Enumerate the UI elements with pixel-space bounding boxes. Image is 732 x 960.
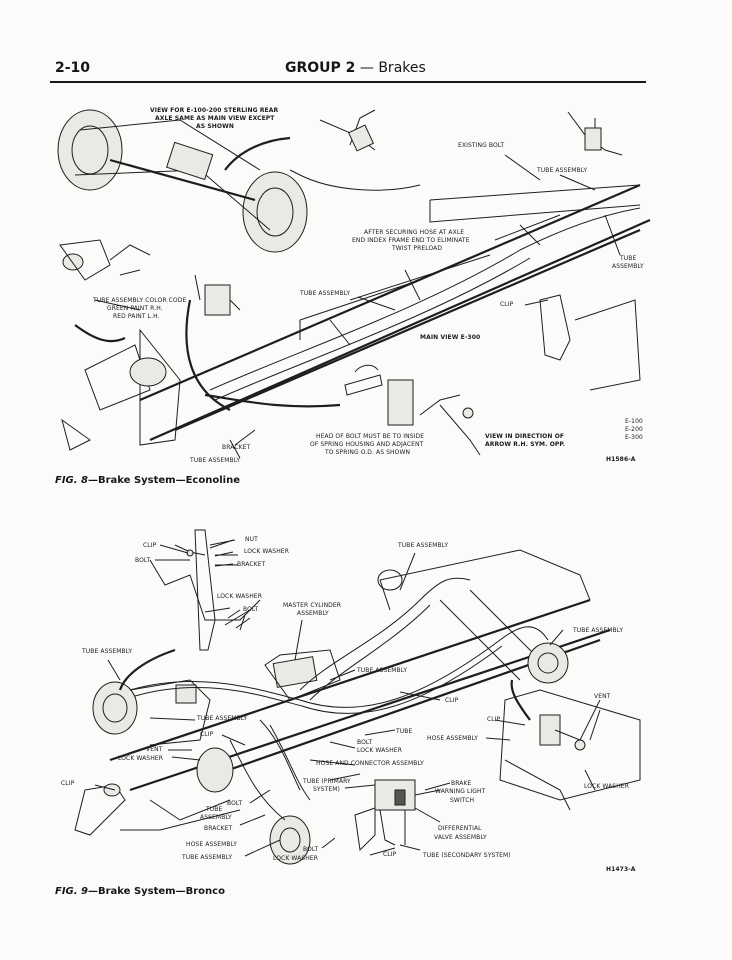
fig9-label-brake-2: WARNING LIGHT [435, 788, 486, 795]
fig8-code: H1586-A [606, 456, 636, 463]
fig8-model-1: E-100 [625, 418, 643, 425]
fig9-caption-number: FIG. 9 [55, 886, 88, 897]
fig8-caption-number: FIG. 8 [55, 475, 88, 486]
fig9-label-bolt-center: BOLT [357, 739, 373, 746]
fig8-label-head-1: HEAD OF BOLT MUST BE TO INSIDE [316, 433, 425, 440]
fig8-label-existing-bolt: EXISTING BOLT [458, 142, 505, 149]
fig8-label-head-2: OF SPRING HOUSING AND ADJACENT [310, 441, 424, 448]
fig8-label-clip: CLIP [500, 301, 514, 308]
fig8-label-view-rear-3: AS SHOWN [196, 123, 234, 130]
fig8-label-tube-color-3: RED PAINT L.H. [113, 313, 160, 320]
fig8-label-view-rear-2: AXLE SAME AS MAIN VIEW EXCEPT [155, 115, 275, 122]
fig8-label-tube-right-1: TUBE [620, 255, 637, 262]
title-dash: — [355, 60, 379, 76]
fig8-label-after-2: END INDEX FRAME END TO ELIMINATE [352, 237, 470, 244]
fig9-label-lock-washer-right: LOCK WASHER [584, 783, 629, 790]
fig9-label-clip-right: CLIP [487, 716, 501, 723]
fig9-label-bolt-bottom: BOLT [303, 846, 319, 853]
fig9-label-bolt-top: BOLT [135, 557, 151, 564]
fig9-label-brake-3: SWITCH [450, 797, 475, 804]
fig8-label-tube-assembly-top: TUBE ASSEMBLY [537, 167, 588, 174]
fig9-label-hose-assembly-bottom: HOSE ASSEMBLY [186, 841, 238, 848]
fig8-label-tube-right-2: ASSEMBLY [612, 263, 644, 270]
fig9-label-tube-assembly-top: TUBE ASSEMBLY [398, 542, 449, 549]
group-label: GROUP 2 [285, 60, 356, 76]
fig9-label-master-1: MASTER CYLINDER [283, 602, 342, 609]
fig8-label-after-1: AFTER SECURING HOSE AT AXLE [364, 229, 465, 236]
fig9-label-lock-washer-left: LOCK WASHER [118, 755, 163, 762]
fig9-label-differential-1: DIFFERENTIAL [438, 825, 482, 832]
fig9-label-tube-assembly-bottom: TUBE ASSEMBLY [182, 854, 233, 861]
section-label: Brakes [378, 60, 426, 76]
fig9-label-lock-washer-bottom: LOCK WASHER [273, 855, 318, 862]
header-rule [50, 81, 646, 83]
fig8-label-after-3: TWIST PRELOAD [392, 245, 443, 252]
fig8-model-2: E-200 [625, 426, 643, 433]
fig9-code: H1473-A [606, 866, 636, 873]
fig9-label-nut: NUT [245, 536, 258, 543]
fig8-label-main-view: MAIN VIEW E-300 [420, 334, 481, 341]
fig9-label-clip-left: CLIP [61, 780, 75, 787]
fig9-label-bracket-top: BRACKET [237, 561, 266, 568]
fig8-label-view-dir-2: ARROW R.H. SYM. OPP. [485, 441, 566, 448]
fig8-label-tube-color-2: GREEN PAINT R.H. [107, 305, 163, 312]
fig9-label-tube-assembly-left: TUBE ASSEMBLY [82, 648, 133, 655]
fig9-label-clip-l2: CLIP [200, 731, 214, 738]
fig8-label-head-3: TO SPRING O.D. AS SHOWN [325, 449, 411, 456]
fig8-label-view-dir-1: VIEW IN DIRECTION OF [485, 433, 565, 440]
fig8-label-view-rear-1: VIEW FOR E-100-200 STERLING REAR [150, 107, 279, 114]
fig9-label-tube-primary-2: SYSTEM) [313, 786, 340, 793]
page-title: GROUP 2 — Brakes [285, 60, 426, 76]
fig9-label-vent-left: VENT [146, 746, 163, 753]
fig9-label-brake-1: BRAKE [451, 780, 472, 787]
fig9-label-clip-center: CLIP [445, 697, 459, 704]
fig8-caption: FIG. 8—Brake System—Econoline [55, 475, 240, 486]
fig9-label-tube-assembly-right: TUBE ASSEMBLY [573, 627, 624, 634]
fig9-label-tube-assembly-center: TUBE ASSEMBLY [357, 667, 408, 674]
fig9-label-tube-assembly-lower-2: ASSEMBLY [200, 814, 232, 821]
fig9-label-bolt-2: BOLT [243, 606, 259, 613]
fig8-label-tube-assembly-mid: TUBE ASSEMBLY [300, 290, 351, 297]
fig9-label-clip-bottom: CLIP [383, 851, 397, 858]
fig9-label-hose-connector: HOSE AND CONNECTOR ASSEMBLY [316, 760, 424, 767]
fig9-label-hose-assembly-right: HOSE ASSEMBLY [427, 735, 479, 742]
fig9-label-lock-washer-2: LOCK WASHER [217, 593, 262, 600]
page-number: 2-10 [55, 60, 91, 76]
fig9-label-tube-assembly-lower-1: TUBE [206, 806, 223, 813]
fig9-label-master-2: ASSEMBLY [297, 610, 329, 617]
fig9-label-bracket-lower: BRACKET [204, 825, 233, 832]
fig9-label-tube-primary-1: TUBE (PRIMARY [303, 778, 351, 785]
fig9-label-tube: TUBE [396, 728, 413, 735]
fig8-model-3: E-300 [625, 434, 643, 441]
fig9-label-clip-top: CLIP [143, 542, 157, 549]
fig9-label-bolt-lower: BOLT [227, 800, 243, 807]
fig8-label-tube-assembly-bottom: TUBE ASSEMBLY [190, 457, 241, 464]
fig9-label-tube-assembly-l2: TUBE ASSEMBLY [197, 715, 248, 722]
fig9-caption-text: —Brake System—Bronco [88, 886, 225, 897]
fig9-label-tube-secondary: TUBE (SECONDARY SYSTEM) [423, 852, 511, 859]
fig8-label-tube-color-1: TUBE ASSEMBLY COLOR CODE [93, 297, 187, 304]
fig9-label-vent-right: VENT [594, 693, 611, 700]
fig9-label-lock-washer-center: LOCK WASHER [357, 747, 402, 754]
fig8-label-bracket: BRACKET [222, 444, 251, 451]
fig9-label-differential-2: VALVE ASSEMBLY [434, 834, 487, 841]
fig8-caption-text: —Brake System—Econoline [88, 475, 240, 486]
fig9-caption: FIG. 9—Brake System—Bronco [55, 886, 225, 897]
fig9-label-lock-washer-top: LOCK WASHER [244, 548, 289, 555]
